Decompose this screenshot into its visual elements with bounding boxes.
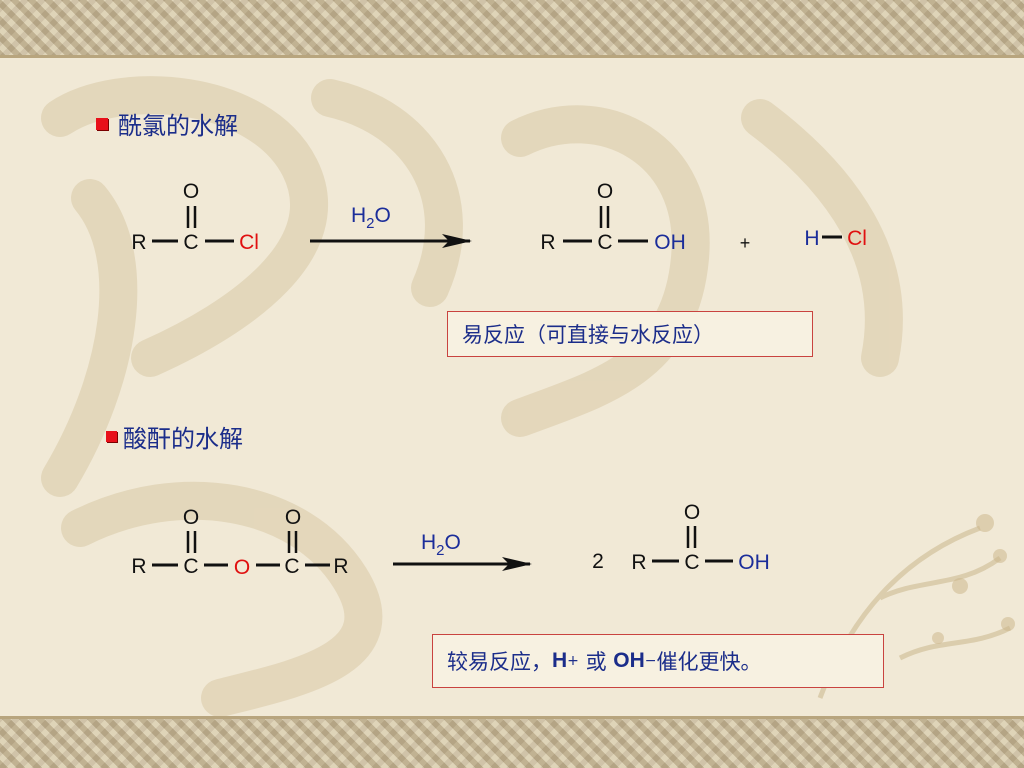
- carbonyl-oxygen: O: [597, 180, 613, 203]
- reaction2-reactant-anhydride: O O R C O C R: [131, 506, 348, 579]
- bullet-icon: [106, 431, 117, 442]
- bridging-oxygen: O: [234, 556, 250, 579]
- carbonyl-oxygen: O: [183, 180, 199, 203]
- carbon-atom: C: [597, 231, 612, 254]
- reaction2-product-carboxylic-acid: O R C OH: [631, 501, 769, 574]
- r-group: R: [631, 551, 646, 574]
- hydroxyl-group: OH: [738, 551, 770, 574]
- r-group: R: [131, 555, 146, 578]
- proton-symbol: H: [552, 649, 568, 672]
- reaction1-product-carboxylic-acid: O R C OH: [540, 180, 685, 254]
- note-box-reactivity-1: 易反应（可直接与水反应）: [447, 311, 813, 357]
- top-decorative-border: [0, 0, 1024, 58]
- hydrogen-atom: H: [804, 227, 819, 250]
- reaction1-arrow: H2O: [310, 204, 472, 248]
- reagent-water: H2O: [351, 204, 391, 232]
- carbon-atom: C: [183, 555, 198, 578]
- heading-text: 酰氯的水解: [118, 112, 238, 140]
- hydroxyl-group: OH: [654, 231, 686, 254]
- plus-sign: +: [740, 233, 751, 253]
- r-group: R: [540, 231, 555, 254]
- carbon-atom: C: [183, 231, 198, 254]
- section-heading-anhydride: 酸酐的水解: [106, 419, 243, 454]
- note-prefix: 较易反应，: [447, 650, 552, 674]
- note-suffix: 催化更快。: [656, 650, 762, 674]
- carbonyl-oxygen: O: [684, 501, 700, 524]
- reagent-water: H2O: [421, 531, 461, 559]
- stoichiometric-coefficient: 2: [592, 550, 604, 573]
- bullet-icon: [96, 117, 108, 130]
- reaction1-byproduct-hcl: H Cl: [804, 227, 867, 250]
- r-group: R: [333, 555, 348, 578]
- hydroxide-charge: −: [644, 653, 657, 669]
- reaction1-reactant-acyl-chloride: O R C Cl: [131, 180, 259, 254]
- note-or: 或: [578, 650, 614, 674]
- carbon-atom: C: [684, 551, 699, 574]
- carbonyl-oxygen: O: [183, 506, 199, 529]
- carbonyl-oxygen: O: [285, 506, 301, 529]
- r-group: R: [131, 231, 146, 254]
- section-heading-acyl-chloride: 酰氯的水解: [96, 106, 238, 141]
- carbon-atom: C: [284, 555, 299, 578]
- reaction2-arrow: H2O: [393, 531, 532, 571]
- proton-charge: +: [567, 653, 579, 669]
- bottom-decorative-border: [0, 716, 1024, 768]
- chlorine-atom: Cl: [239, 231, 259, 254]
- note-box-reactivity-2: 较易反应， H+ 或 OH− 催化更快。: [432, 634, 884, 688]
- hydroxide-symbol: OH: [613, 649, 645, 672]
- note-text: 易反应（可直接与水反应）: [462, 323, 714, 347]
- chlorine-atom: Cl: [847, 227, 867, 250]
- heading-text: 酸酐的水解: [123, 425, 243, 453]
